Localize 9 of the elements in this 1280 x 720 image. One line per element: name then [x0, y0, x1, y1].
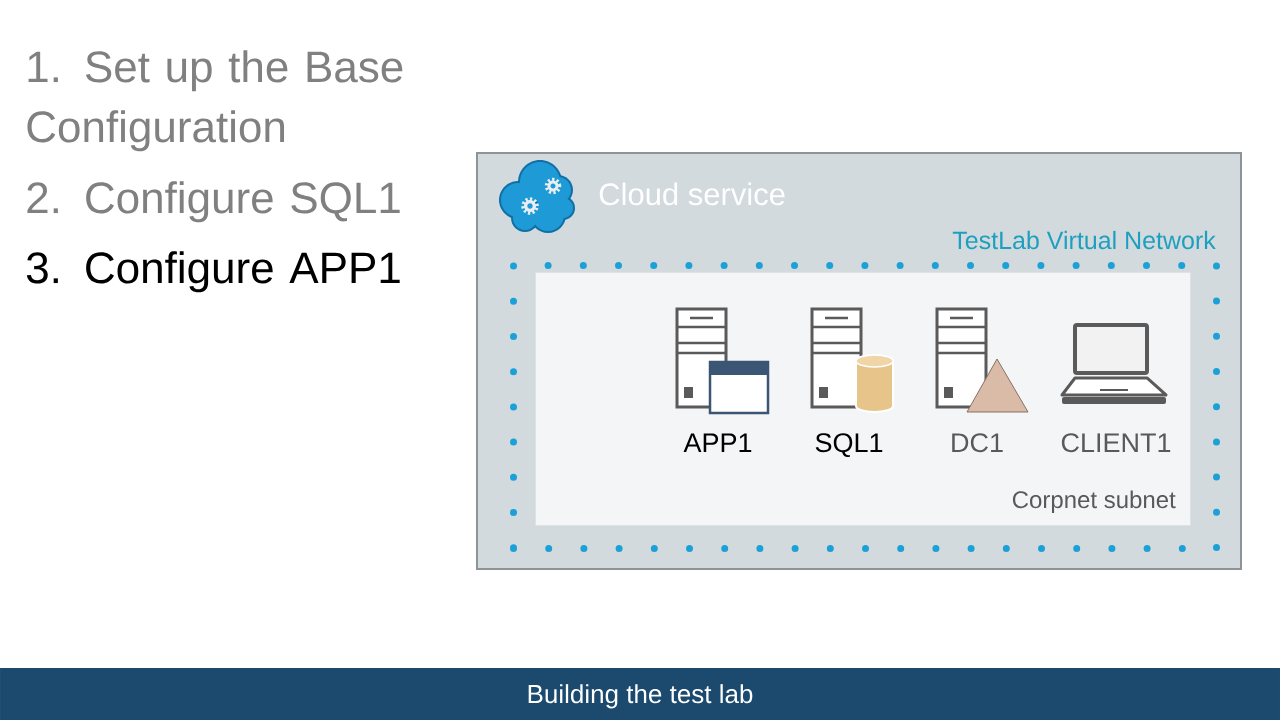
list-item: 3. Configure APP1	[26, 251, 400, 293]
device-label: APP1	[683, 433, 752, 452]
list-item: 2. Configure SQL1	[27, 181, 400, 223]
device-label: SQL1	[815, 433, 883, 458]
list-item: 1. Set up the Base Configuration	[27, 50, 403, 152]
node-label: TestLab Virtual Network	[952, 230, 1216, 250]
device-label: CLIENT1	[1061, 433, 1171, 453]
device-label: DC1	[952, 433, 1003, 453]
footer-banner: Building the test lab	[0, 668, 1280, 720]
